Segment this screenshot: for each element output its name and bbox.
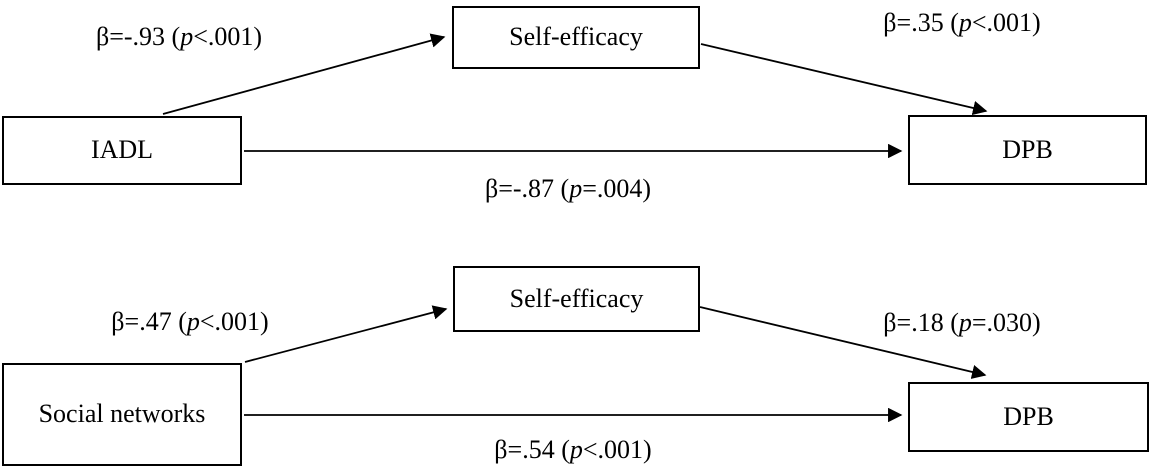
path-label-m1-mediator-outcome: β=.35 (p<.001)	[812, 6, 1112, 40]
p-value-text: =.004)	[582, 174, 652, 203]
arrow-m1-mediator-to-outcome	[700, 43, 988, 116]
box-self-efficacy-top: Self-efficacy	[452, 6, 700, 69]
p-symbol: p	[958, 8, 972, 37]
p-symbol: p	[569, 174, 583, 203]
box-social-networks: Social networks	[2, 363, 242, 466]
coefficient-text: β=.35 (	[883, 8, 959, 37]
box-iadl: IADL	[2, 116, 242, 185]
coefficient-text: β=.54 (	[494, 435, 570, 464]
p-value-text: <.001)	[582, 435, 652, 464]
p-symbol: p	[569, 435, 583, 464]
path-label-m1-direct: β=-.87 (p=.004)	[418, 172, 718, 206]
path-label-m2-mediator-outcome: β=.18 (p=.030)	[812, 306, 1112, 340]
path-label-m1-predictor-mediator: β=-.93 (p<.001)	[29, 20, 329, 54]
p-value-text: <.001)	[199, 307, 269, 336]
coefficient-text: β=-.93 (	[95, 22, 181, 51]
box-dpb-top-label: DPB	[1002, 134, 1053, 164]
p-value-text: <.001)	[971, 8, 1041, 37]
box-dpb-bottom: DPB	[908, 382, 1149, 452]
coefficient-text: β=.18 (	[883, 308, 959, 337]
p-value-text: <.001)	[193, 22, 263, 51]
box-iadl-label: IADL	[90, 135, 154, 165]
p-value-text: =.030)	[971, 308, 1041, 337]
p-symbol: p	[180, 22, 194, 51]
coefficient-text: β=.47 (	[111, 307, 187, 336]
box-self-efficacy-top-label: Self-efficacy	[509, 22, 643, 52]
box-social-networks-label: Social networks	[38, 399, 206, 429]
box-self-efficacy-bottom: Self-efficacy	[453, 266, 700, 332]
coefficient-text: β=-.87 (	[484, 174, 570, 203]
path-label-m2-predictor-mediator: β=.47 (p<.001)	[40, 305, 340, 339]
p-symbol: p	[186, 307, 200, 336]
box-dpb-bottom-label: DPB	[1003, 401, 1054, 431]
box-self-efficacy-bottom-label: Self-efficacy	[509, 283, 644, 313]
path-label-m2-direct: β=.54 (p<.001)	[423, 433, 723, 467]
box-dpb-top: DPB	[908, 115, 1147, 185]
p-symbol: p	[958, 308, 972, 337]
